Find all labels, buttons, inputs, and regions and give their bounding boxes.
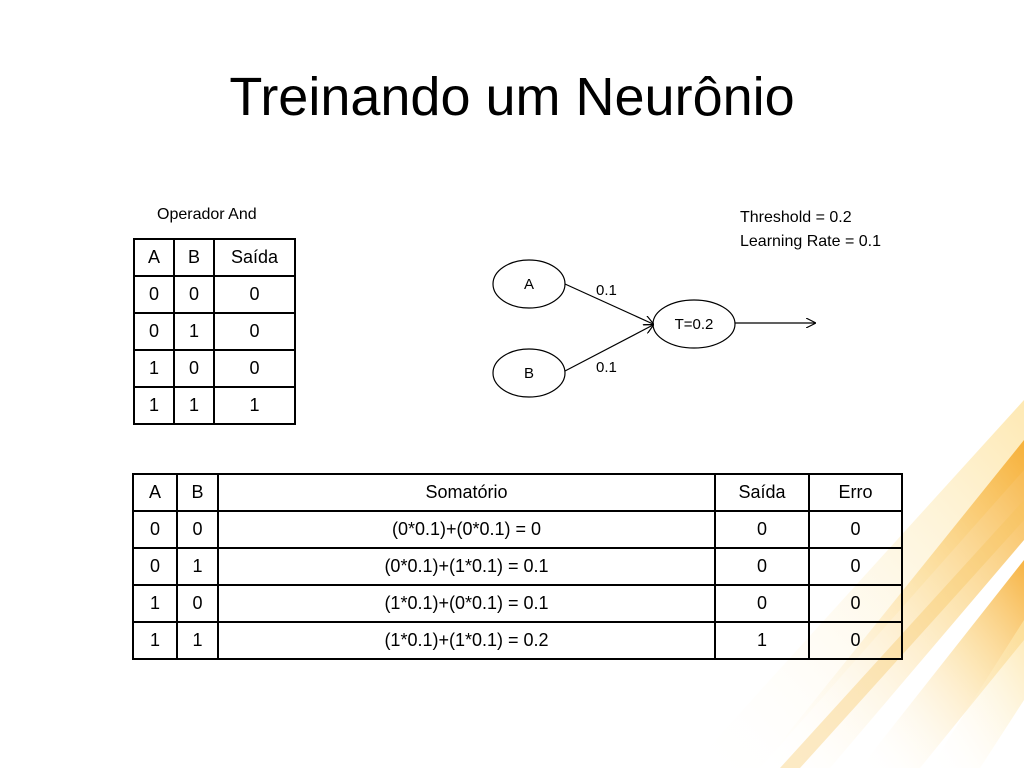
cell: 0: [173, 275, 215, 314]
table-row: 0 0 0: [133, 275, 296, 314]
slide-title: Treinando um Neurônio: [229, 67, 795, 127]
cell: 0: [213, 312, 296, 351]
cell: 0: [808, 510, 903, 549]
edge-a-to-neuron: [564, 283, 653, 324]
streak-3: [860, 560, 1024, 768]
output-neuron-label: T=0.2: [675, 316, 714, 333]
network-parameters: Threshold = 0.2 Learning Rate = 0.1: [740, 206, 881, 254]
learning-rate-text: Learning Rate = 0.1: [740, 233, 881, 250]
cell: 0: [133, 275, 175, 314]
cell: 0: [132, 547, 178, 586]
cell: 1: [132, 584, 178, 623]
cell: (0*0.1)+(1*0.1) = 0.1: [217, 547, 716, 586]
streak-5: [780, 500, 1024, 768]
cell: 0: [133, 312, 175, 351]
cell: 1: [173, 312, 215, 351]
cell: 1: [714, 621, 810, 660]
table-row: 1 0 0: [133, 349, 296, 388]
cell: 1: [132, 621, 178, 660]
cell: 0: [714, 510, 810, 549]
cell: 1: [173, 386, 215, 425]
threshold-text: Threshold = 0.2: [740, 209, 852, 226]
cell: (1*0.1)+(0*0.1) = 0.1: [217, 584, 716, 623]
table-row: 1 1 (1*0.1)+(1*0.1) = 0.2 1 0: [132, 621, 903, 660]
cell: 0: [213, 275, 296, 314]
and-operator-table: A B Saída 0 0 0 0 1 0 1 0 0 1 1 1: [133, 238, 296, 425]
cell: 0: [808, 621, 903, 660]
input-node-b: [492, 348, 566, 398]
and-table-caption: Operador And: [157, 206, 257, 223]
cell: 1: [133, 349, 175, 388]
cell: 0: [176, 510, 219, 549]
cell: (0*0.1)+(0*0.1) = 0: [217, 510, 716, 549]
table-header-row: A B Somatório Saída Erro: [132, 473, 903, 512]
header-cell-b: B: [176, 473, 219, 512]
header-cell-somatorio: Somatório: [217, 473, 716, 512]
cell: 0: [714, 547, 810, 586]
cell: 0: [213, 349, 296, 388]
table-row: 0 1 0: [133, 312, 296, 351]
cell: (1*0.1)+(1*0.1) = 0.2: [217, 621, 716, 660]
cell: 0: [808, 547, 903, 586]
cell: 0: [714, 584, 810, 623]
table-row: 1 0 (1*0.1)+(0*0.1) = 0.1 0 0: [132, 584, 903, 623]
header-cell-saida: Saída: [213, 238, 296, 277]
weight-a-label: 0.1: [596, 282, 617, 299]
cell: 0: [176, 584, 219, 623]
cell: 0: [173, 349, 215, 388]
training-table: A B Somatório Saída Erro 0 0 (0*0.1)+(0*…: [132, 473, 903, 660]
header-cell-erro: Erro: [808, 473, 903, 512]
edge-b-to-neuron: [564, 325, 653, 372]
header-cell-a: A: [132, 473, 178, 512]
input-node-b-label: B: [524, 365, 534, 382]
cell: 0: [132, 510, 178, 549]
header-cell-saida: Saída: [714, 473, 810, 512]
table-row: 0 0 (0*0.1)+(0*0.1) = 0 0 0: [132, 510, 903, 549]
cell: 1: [176, 621, 219, 660]
table-row: 1 1 1: [133, 386, 296, 425]
table-row: 0 1 (0*0.1)+(1*0.1) = 0.1 0 0: [132, 547, 903, 586]
input-node-a-label: A: [524, 276, 534, 293]
header-cell-b: B: [173, 238, 215, 277]
table-header-row: A B Saída: [133, 238, 296, 277]
streak-4: [930, 620, 1024, 768]
cell: 1: [133, 386, 175, 425]
weight-b-label: 0.1: [596, 359, 617, 376]
cell: 0: [808, 584, 903, 623]
cell: 1: [176, 547, 219, 586]
cell: 1: [213, 386, 296, 425]
header-cell-a: A: [133, 238, 175, 277]
